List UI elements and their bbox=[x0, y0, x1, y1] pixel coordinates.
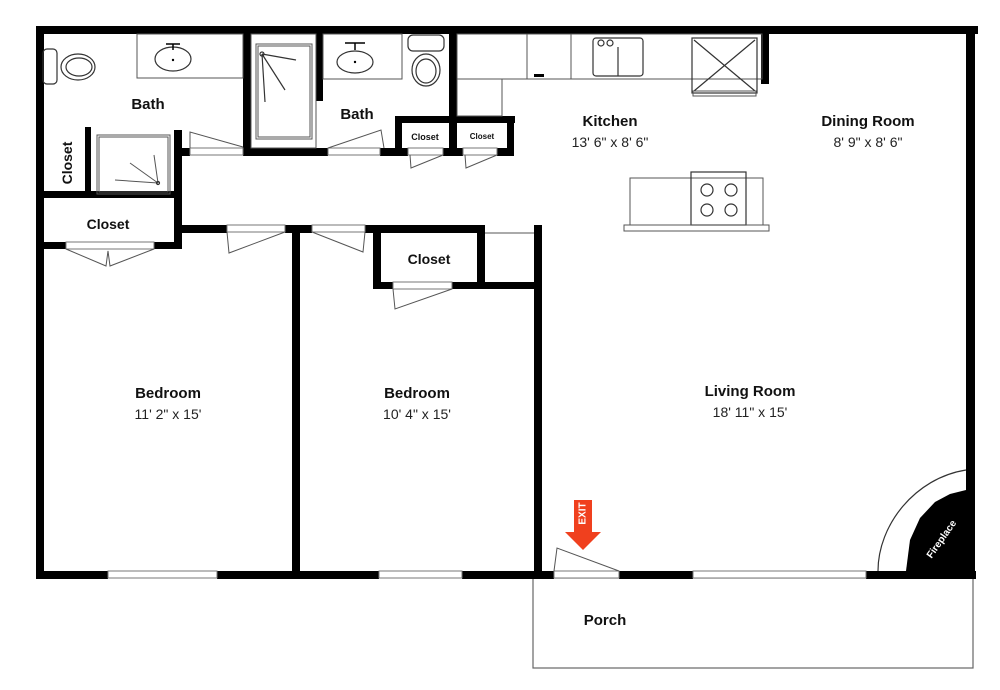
closet-label-hall-2: Closet bbox=[469, 132, 495, 141]
room-label-bath-1: Bath bbox=[110, 96, 186, 113]
room-name: Bath bbox=[131, 96, 165, 113]
room-label-kitchen: Kitchen 13' 6" x 8' 6" bbox=[540, 113, 680, 150]
room-dimensions: 11' 2" x 15' bbox=[134, 406, 202, 422]
interior-walls bbox=[36, 26, 769, 579]
room-label-porch: Porch bbox=[570, 612, 640, 629]
room-name: Bedroom bbox=[384, 385, 450, 402]
room-name: Kitchen bbox=[582, 113, 638, 130]
room-name: Bedroom bbox=[135, 385, 201, 402]
closet-label-bedroom-1: Closet bbox=[86, 216, 130, 232]
fireplace bbox=[877, 469, 967, 579]
closet-label-bedroom-2: Closet bbox=[407, 251, 451, 267]
doors bbox=[65, 129, 620, 579]
exit-arrow-icon bbox=[565, 500, 601, 550]
bath-1-fixtures bbox=[42, 33, 244, 195]
room-label-bedroom-2: Bedroom 10' 4" x 15' bbox=[357, 385, 477, 422]
room-name: Dining Room bbox=[821, 113, 915, 130]
closet-label-vertical: Closet bbox=[59, 141, 75, 185]
room-dimensions: 10' 4" x 15' bbox=[383, 406, 451, 422]
room-label-bath-2: Bath bbox=[320, 106, 394, 123]
bottom-windows bbox=[107, 570, 867, 579]
room-dimensions: 13' 6" x 8' 6" bbox=[571, 134, 649, 150]
room-label-bedroom-1: Bedroom 11' 2" x 15' bbox=[108, 385, 228, 422]
room-label-living-room: Living Room 18' 11" x 15' bbox=[680, 383, 820, 420]
kitchen-fixtures bbox=[456, 33, 770, 232]
room-name: Living Room bbox=[704, 383, 796, 400]
room-name: Bath bbox=[340, 106, 374, 123]
bath-2-fixtures bbox=[250, 33, 445, 149]
room-dimensions: 18' 11" x 15' bbox=[712, 404, 788, 420]
room-name: Porch bbox=[583, 612, 627, 629]
exit-label: EXIT bbox=[577, 502, 589, 525]
room-label-dining-room: Dining Room 8' 9" x 8' 6" bbox=[798, 113, 938, 150]
room-dimensions: 8' 9" x 8' 6" bbox=[833, 134, 903, 150]
closet-label-hall-1: Closet bbox=[411, 132, 439, 142]
